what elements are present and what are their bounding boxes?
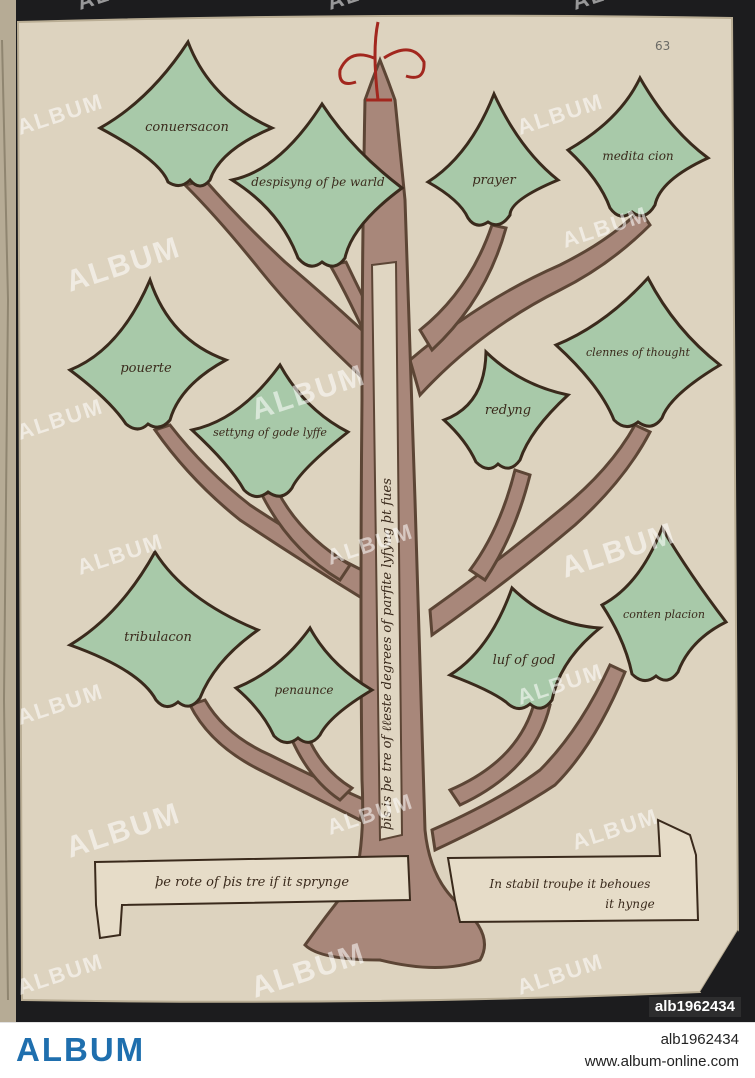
folio-number: 63 [655,39,670,53]
scroll-left-text: þe rote of þis tre if it sprynge [155,875,349,890]
image-id: alb1962434 [660,1031,739,1048]
leaf-love-of-god [446,585,604,710]
leaf-label-poverty: pouerte [120,361,172,376]
leaf-tribulation [66,549,262,708]
leaf-label-prayer: prayer [472,173,516,188]
leaf-contemplation [599,524,729,682]
leaf-label-contemplation: conten placion [623,608,705,621]
leaf-setting-good-life [188,362,351,498]
leaf-label-meditation: medita cion [602,149,673,163]
leaf-label-cleanness: clennes of thought [586,346,691,359]
leaf-cleanness [553,275,723,428]
stock-footer: ALBUM alb1962434 www.album-online.com [0,1022,755,1078]
fleur-de-lis-ornament [338,21,426,102]
leaf-label-setting-good-life: settyng of gode lyffe [213,426,327,439]
leaf-prayer [425,90,561,227]
trunk-inscription: þis is þe tre of ℓℓeste degrees of parfi… [380,478,395,830]
brand-logo[interactable]: ALBUM [16,1031,146,1068]
leaf-label-conversacion: conuersacon [145,120,229,135]
scroll-right [446,818,700,924]
leaf-label-reading: redyng [485,403,531,418]
manuscript-image: þis is þe tre of ℓℓeste degrees of parfi… [0,0,740,1022]
leaf-label-tribulation: tribulacon [124,630,192,645]
scroll-left [93,854,412,940]
leaf-meditation [565,74,711,218]
book-spine-edge [0,0,16,1022]
leaf-despising [228,101,405,268]
leaf-poverty [66,275,230,431]
leaf-penance [233,625,375,744]
leaf-label-despising: despisyng of þe warld [251,175,385,189]
leaf-reading [441,348,572,470]
scroll-right-text-line1: In stabil trouþe it behoues [489,877,651,891]
tree-branches [152,178,653,853]
site-url[interactable]: www.album-online.com [584,1053,739,1070]
leaf-label-penance: penaunce [275,683,334,697]
leaf-conversacion [96,38,276,188]
leaf-label-love-of-god: luf of god [493,653,556,668]
stock-id-tag: alb1962434 [648,997,741,1017]
scroll-right-text-line2: it hynge [605,897,655,911]
